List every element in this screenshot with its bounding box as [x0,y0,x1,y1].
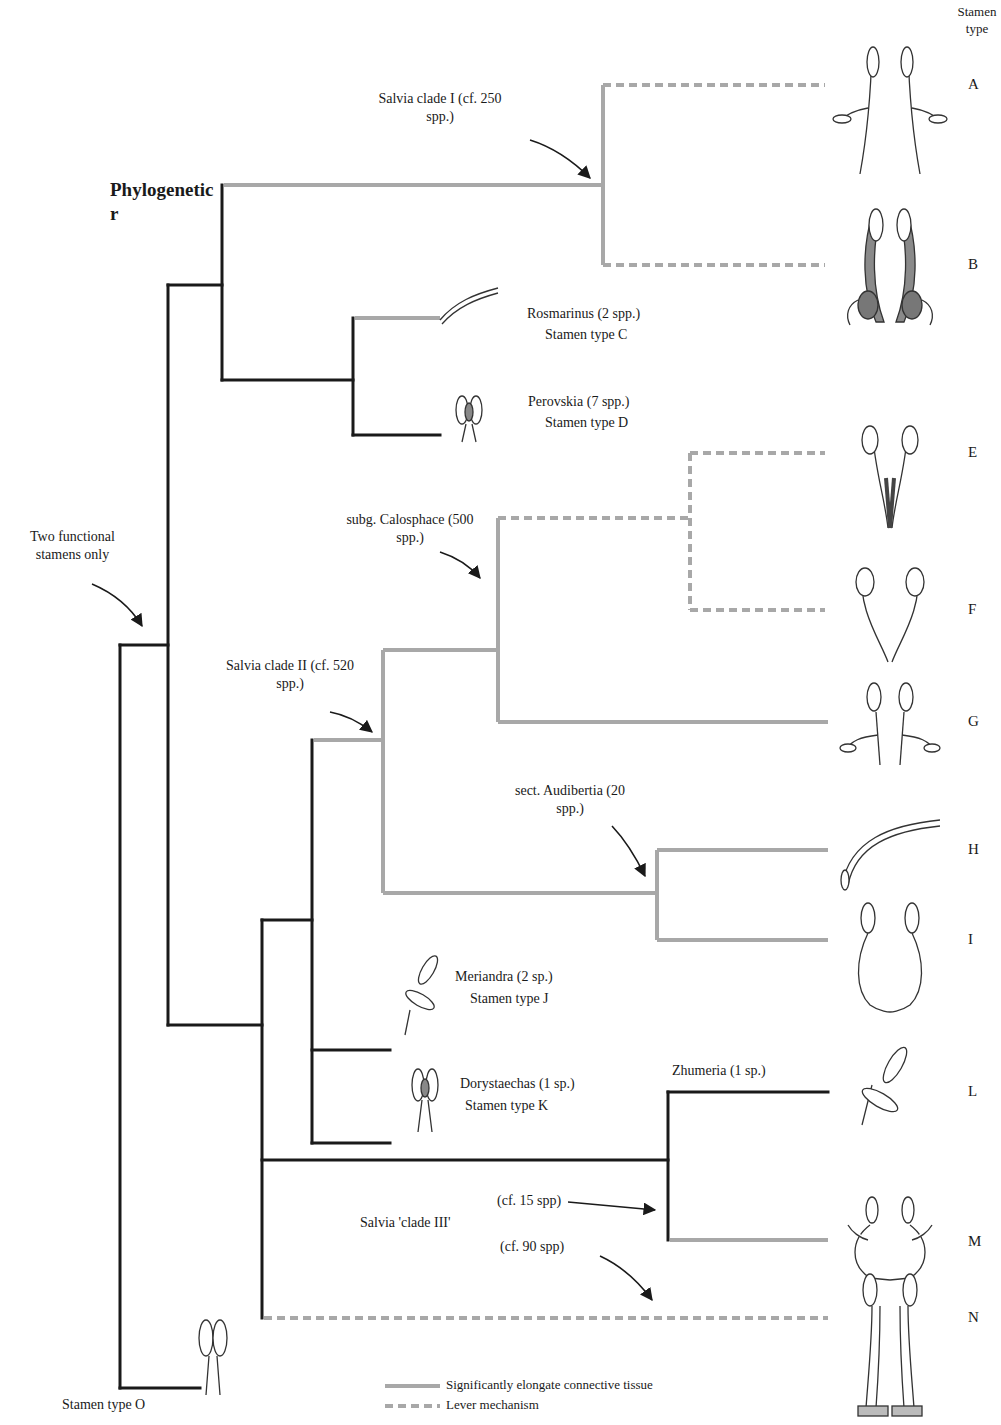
stamen-illustrations [199,47,947,1416]
stamen-letter: E [968,443,977,463]
title-fragment: Phylogenetic [110,178,213,203]
clade-label: Salvia clade I (cf. 250 spp.) [375,90,505,126]
taxon-label: Dorystaechas (1 sp.) [460,1075,575,1093]
stamen-letter: B [968,255,978,275]
clade-label: sect. Audibertia (20 spp.) [505,782,635,818]
stamen-type-label: Stamen type C [545,326,627,344]
stamen-letter: M [968,1232,981,1252]
legend-sample-dashed [385,1404,440,1408]
clade-label: subg. Calosphace (500 spp.) [335,511,485,547]
legend-sample-solid [385,1384,440,1388]
stamen-type-label: Stamen type D [545,414,628,432]
stamen-letter: F [968,600,976,620]
black-branches [120,185,828,1388]
title-fragment: r [110,202,118,227]
stamen-letter: H [968,840,979,860]
stamen-type-label: Stamen type J [470,990,549,1008]
legend-text: Lever mechanism [446,1397,539,1414]
taxon-label: Meriandra (2 sp.) [455,968,553,986]
callout-arrows [92,140,655,1300]
stamen-type-label: Stamen type O [62,1396,145,1414]
clade-label: Salvia 'clade III' [360,1214,451,1232]
stamen-letter: G [968,712,979,732]
species-count: (cf. 90 spp) [500,1238,564,1256]
column-header: Stamen type [955,4,999,38]
taxon-label: Rosmarinus (2 spp.) [527,305,640,323]
stamen-letter: N [968,1308,979,1328]
taxon-label: Zhumeria (1 sp.) [672,1062,766,1080]
stamen-letter: L [968,1082,977,1102]
clade-label: Salvia clade II (cf. 520 spp.) [225,657,355,693]
grey-branches [224,85,828,1240]
stamen-letter: I [968,930,973,950]
lever-branches [264,85,828,1318]
species-count: (cf. 15 spp) [497,1192,561,1210]
legend-text: Significantly elongate connective tissue [446,1377,653,1394]
note-label: Two functional stamens only [15,528,130,564]
taxon-label: Perovskia (7 spp.) [528,393,630,411]
stamen-letter: A [968,75,979,95]
stamen-type-label: Stamen type K [465,1097,548,1115]
